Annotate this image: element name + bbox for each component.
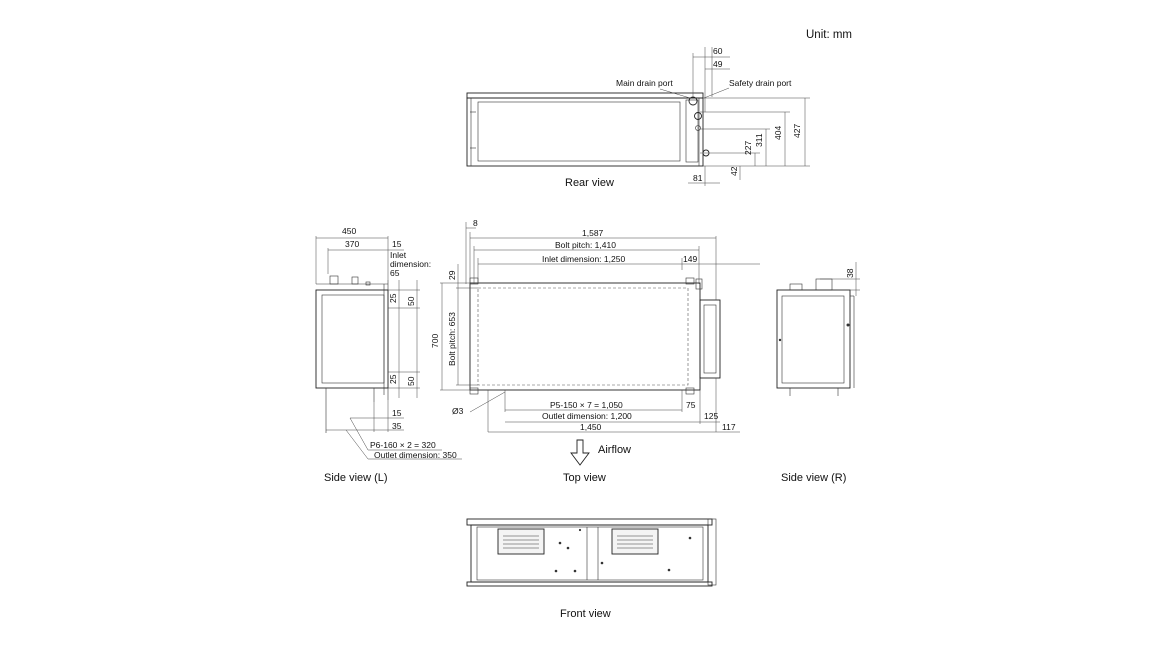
dim-50-bot: 50 bbox=[406, 376, 416, 386]
dim-bolt-pitch-1410: Bolt pitch: 1,410 bbox=[555, 240, 616, 250]
dim-311: 311 bbox=[754, 133, 764, 147]
airflow-label: Airflow bbox=[598, 444, 631, 456]
dim-25-top: 25 bbox=[388, 293, 398, 303]
dim-15-top: 15 bbox=[392, 239, 402, 249]
rear-body bbox=[466, 97, 704, 167]
rear-top-flange bbox=[466, 92, 704, 99]
dim-29: 29 bbox=[447, 270, 457, 280]
airflow-arrow-icon bbox=[570, 439, 590, 466]
dim-15-bot: 15 bbox=[392, 408, 402, 418]
dim-117: 117 bbox=[722, 422, 736, 432]
top-view-caption: Top view bbox=[563, 472, 606, 484]
dim-1450: 1,450 bbox=[580, 422, 602, 432]
side-right-body bbox=[776, 289, 851, 389]
top-view-body bbox=[469, 282, 701, 391]
dim-81: 81 bbox=[693, 173, 703, 183]
dim-8: 8 bbox=[473, 218, 478, 228]
dim-p6: P6-160 × 2 = 320 bbox=[370, 440, 436, 450]
safety-drain-port-label: Safety drain port bbox=[729, 78, 792, 88]
front-view: Front view bbox=[466, 518, 717, 620]
side-right-caption: Side view (R) bbox=[781, 472, 846, 484]
dim-inlet-1250: Inlet dimension: 1,250 bbox=[542, 254, 625, 264]
dim-38: 38 bbox=[845, 268, 855, 278]
fan-outlet-left bbox=[497, 528, 545, 555]
fan-outlet-right bbox=[611, 528, 659, 555]
side-view-left: 450 370 15 Inlet dimension: 65 25 50 25 … bbox=[315, 226, 462, 484]
dim-450: 450 bbox=[342, 226, 356, 236]
inlet-label-1: Inlet bbox=[390, 250, 407, 260]
dim-700: 700 bbox=[430, 334, 440, 348]
dim-75: 75 bbox=[686, 400, 696, 410]
dim-42: 42 bbox=[729, 166, 739, 176]
dim-35: 35 bbox=[392, 421, 402, 431]
dim-60: 60 bbox=[713, 46, 723, 56]
safety-drain-port-icon bbox=[694, 112, 702, 120]
rear-panel bbox=[477, 101, 681, 162]
dim-bolt-pitch-653: Bolt pitch: 653 bbox=[447, 312, 457, 366]
dim-phi3: Ø3 bbox=[452, 406, 464, 416]
dim-370: 370 bbox=[345, 239, 359, 249]
rear-view: 60 49 Main drain port Safety drain port … bbox=[466, 46, 810, 189]
top-view-inner bbox=[477, 287, 689, 386]
side-left-caption: Side view (L) bbox=[324, 472, 388, 484]
unit-label: Unit: mm bbox=[806, 29, 852, 41]
top-view: 8 1,587 Bolt pitch: 1,410 Inlet dimensio… bbox=[430, 218, 760, 484]
top-view-side-box bbox=[699, 299, 721, 379]
main-drain-port-label: Main drain port bbox=[616, 78, 673, 88]
rear-view-caption: Rear view bbox=[565, 177, 614, 189]
front-view-caption: Front view bbox=[560, 608, 611, 620]
side-view-right: 38 Side view (R) bbox=[776, 262, 860, 484]
dim-125: 125 bbox=[704, 411, 718, 421]
side-left-body bbox=[315, 289, 389, 389]
dim-1587: 1,587 bbox=[582, 228, 604, 238]
dim-427: 427 bbox=[792, 124, 802, 138]
dim-49: 49 bbox=[713, 59, 723, 69]
dim-50-top: 50 bbox=[406, 296, 416, 306]
rear-drain-box bbox=[685, 99, 699, 163]
dim-outlet-350: Outlet dimension: 350 bbox=[374, 450, 457, 460]
dim-outlet-1200: Outlet dimension: 1,200 bbox=[542, 411, 632, 421]
front-top-flange bbox=[466, 518, 713, 526]
dim-p5: P5-150 × 7 = 1,050 bbox=[550, 400, 623, 410]
dim-404: 404 bbox=[773, 126, 783, 140]
dim-227: 227 bbox=[743, 141, 753, 155]
dim-25-bot: 25 bbox=[388, 374, 398, 384]
inlet-label-2: dimension: bbox=[390, 259, 431, 269]
dim-149: 149 bbox=[683, 254, 697, 264]
inlet-65: 65 bbox=[390, 268, 400, 278]
